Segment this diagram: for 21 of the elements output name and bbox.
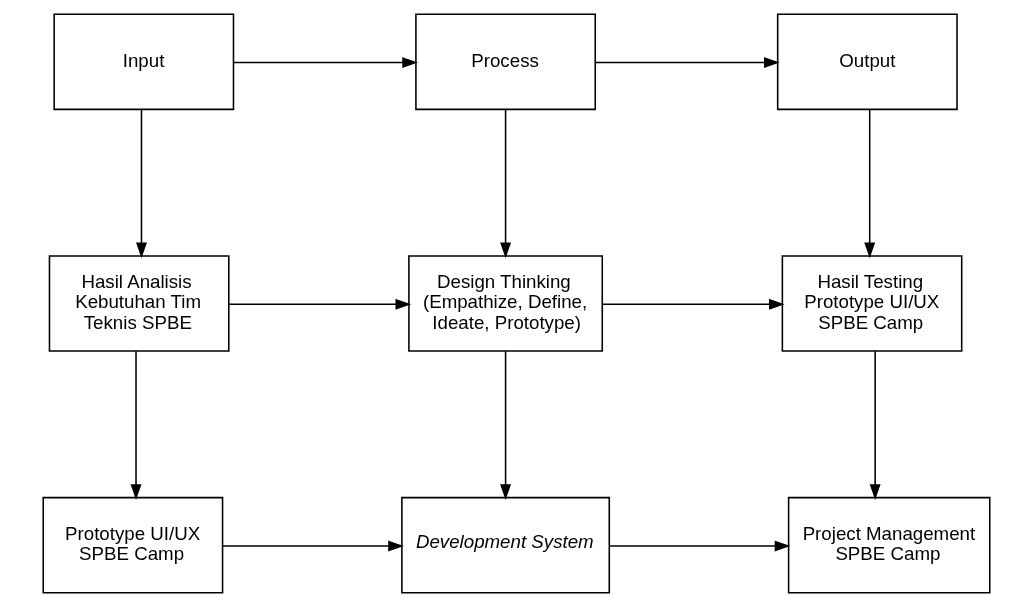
node-box: Project Management SPBE Camp [787,496,991,594]
arrow [594,57,780,69]
node-box: Hasil Analisis Kebutuhan Tim Teknis SPBE [48,255,230,352]
node-box: Input [53,13,235,111]
arrow [130,350,142,500]
node-box: Design Thinking (Empathize, Define, Ideate, Prototype) [408,255,604,352]
node-box: Process [415,13,597,111]
arrow [136,108,147,259]
arrow [221,540,404,552]
node-box: Prototype UI/UX SPBE Camp [42,496,224,594]
arrow [228,298,412,310]
arrow [869,350,881,500]
node-box: Hasil Testing Prototype UI/UX SPBE Camp [781,255,963,352]
arrow [232,57,418,69]
node-box: Output [776,13,958,111]
node-box: Development System [401,496,611,594]
arrow [608,540,791,552]
arrow [500,108,512,259]
arrow [500,350,512,500]
arrow [864,108,876,259]
arrow [601,298,785,310]
